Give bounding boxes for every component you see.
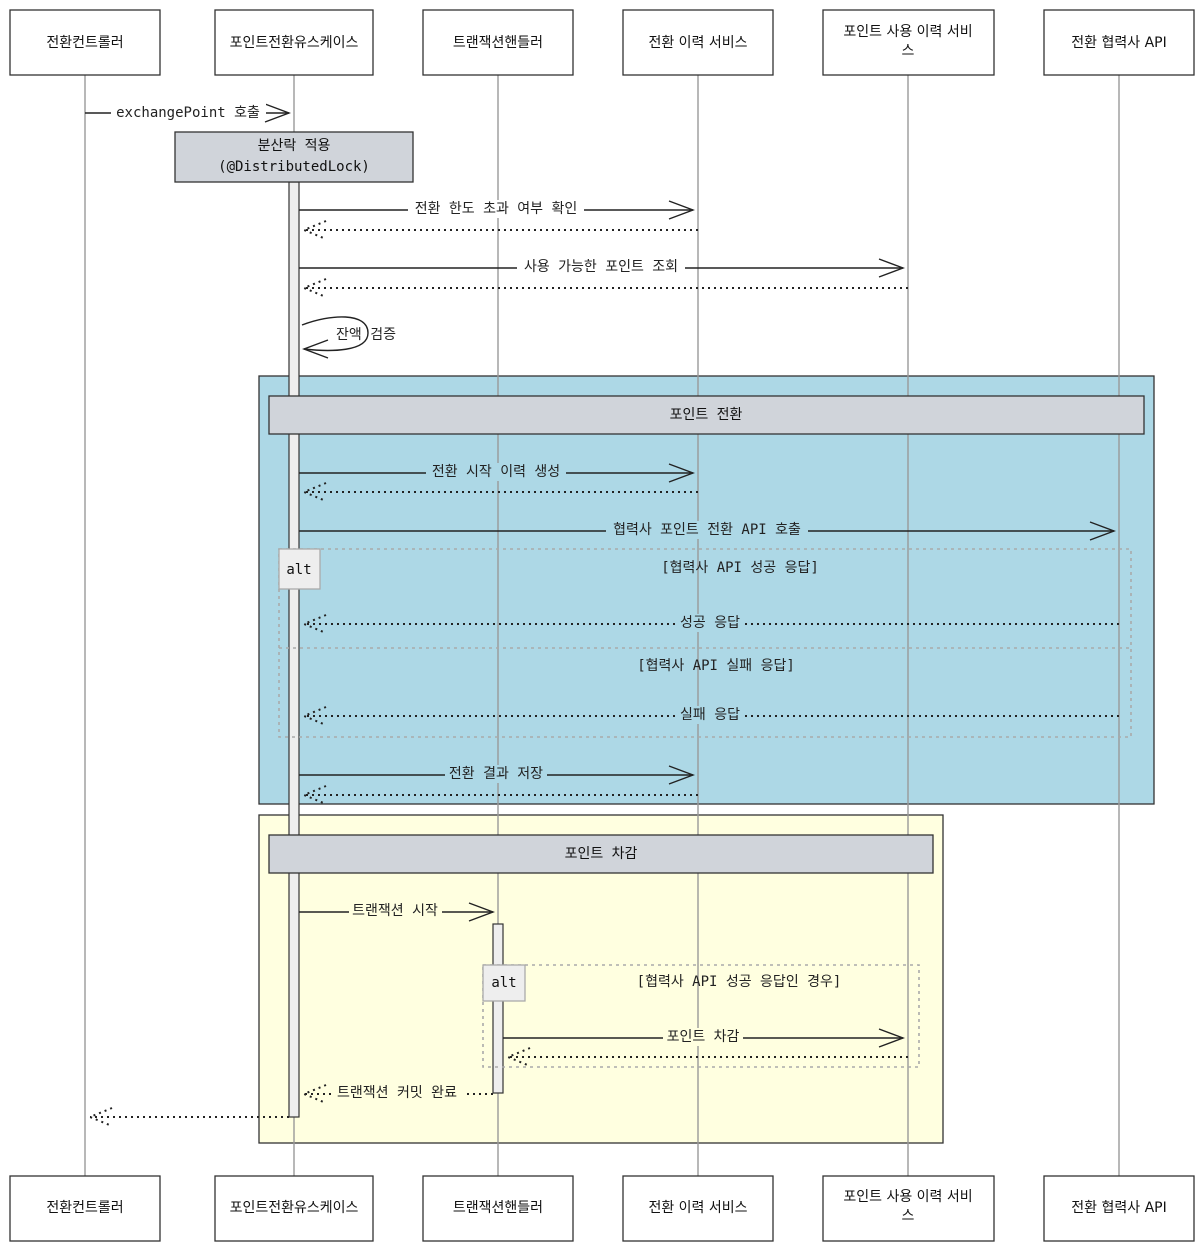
msg-exchange-point: exchangePoint 호출: [85, 103, 291, 123]
return-create-history: [301, 482, 698, 502]
return-failure-response: 실패 응답: [301, 706, 1119, 726]
msg-save-result-label: 전환 결과 저장: [449, 766, 543, 782]
msg-create-history-label: 전환 시작 이력 생성: [432, 464, 560, 480]
exchange-region: [258, 375, 1155, 805]
alt-label-1: alt: [286, 562, 311, 578]
msg-check-limit-label: 전환 한도 초과 여부 확인: [415, 201, 578, 217]
msg-check-limit: 전환 한도 초과 여부 확인: [299, 200, 695, 220]
success-response-label: 성공 응답: [680, 615, 740, 631]
return-check-limit: [301, 220, 698, 240]
return-commit-tx: 트랜잭션 커밋 완료: [301, 1084, 493, 1104]
return-to-controller: [87, 1107, 289, 1127]
alt-fragment-deduct: alt [협력사 API 성공 응답인 경우]: [482, 964, 920, 1068]
msg-query-points: 사용 가능한 포인트 조회: [299, 258, 905, 278]
msg-query-points-label: 사용 가능한 포인트 조회: [524, 259, 678, 275]
point-deduct-note-text: 포인트 차감: [565, 846, 638, 862]
activation-usecase: [288, 181, 300, 1118]
actor-tx-handler-bottom: 트랜잭션핸들러: [422, 1175, 574, 1242]
return-save-result: [301, 785, 698, 805]
msg-exchange-point-label: exchangePoint 호출: [116, 105, 260, 121]
actor-usecase-bottom: 포인트전환유스케이스: [214, 1175, 374, 1242]
actors-top: 전환컨트롤러 포인트전환유스케이스 트랜잭션핸들러 전환 이력 서비스 포인트 …: [9, 9, 1195, 76]
actor-partner-api-bottom: 전환 협력사 API: [1043, 1175, 1195, 1242]
actor-usecase-name-bottom: 포인트전환유스케이스: [230, 1200, 359, 1216]
point-exchange-note: 포인트 전환: [268, 395, 1145, 435]
msg-call-partner: 협력사 포인트 전환 API 호출: [299, 521, 1116, 541]
commit-tx-label: 트랜잭션 커밋 완료: [337, 1085, 457, 1101]
msg-start-tx: 트랜잭션 시작: [299, 902, 495, 922]
msg-start-tx-label: 트랜잭션 시작: [352, 903, 438, 919]
alt2-condition-success: [협력사 API 성공 응답인 경우]: [637, 974, 842, 990]
msg-deduct-point: 포인트 차감: [503, 1028, 905, 1048]
actor-history-name: 전환 이력 서비스: [648, 35, 747, 51]
activation-tx-handler: [492, 923, 504, 1094]
failure-response-label: 실패 응답: [680, 707, 740, 723]
point-deduct-note: 포인트 차감: [268, 834, 934, 874]
lock-note: 분산락 적용 (@DistributedLock): [174, 131, 414, 183]
actor-history-top: 전환 이력 서비스: [622, 9, 774, 76]
msg-validate-balance-label: 잔액 검증: [336, 327, 396, 343]
alt1-condition-success: [협력사 API 성공 응답]: [661, 560, 819, 576]
actor-history-name-bottom: 전환 이력 서비스: [648, 1200, 747, 1216]
actor-partner-api-name: 전환 협력사 API: [1071, 35, 1166, 51]
msg-deduct-point-label: 포인트 차감: [667, 1029, 740, 1045]
actor-controller-top: 전환컨트롤러: [9, 9, 161, 76]
actor-usecase-top: 포인트전환유스케이스: [214, 9, 374, 76]
point-exchange-note-text: 포인트 전환: [670, 407, 743, 423]
actor-controller-name-bottom: 전환컨트롤러: [46, 1200, 123, 1216]
alt1-condition-failure: [협력사 API 실패 응답]: [637, 658, 795, 674]
actor-controller-bottom: 전환컨트롤러: [9, 1175, 161, 1242]
actor-tx-handler-name-bottom: 트랜잭션핸들러: [453, 1200, 543, 1216]
msg-validate-balance: 잔액 검증: [301, 316, 396, 359]
alt-fragment-partner-response: alt [협력사 API 성공 응답] [협력사 API 실패 응답]: [278, 548, 1132, 738]
msg-save-result: 전환 결과 저장: [299, 765, 695, 785]
msg-call-partner-label: 협력사 포인트 전환 API 호출: [613, 522, 801, 538]
actor-controller-name: 전환컨트롤러: [46, 35, 123, 51]
actor-tx-handler-name: 트랜잭션핸들러: [453, 35, 543, 51]
actors-bottom: 전환컨트롤러 포인트전환유스케이스 트랜잭션핸들러 전환 이력 서비스 포인트 …: [9, 1175, 1195, 1242]
lock-note-line2: (@DistributedLock): [218, 159, 370, 175]
actor-usecase-name: 포인트전환유스케이스: [230, 35, 359, 51]
lock-note-line1: 분산락 적용: [258, 138, 331, 154]
msg-create-history: 전환 시작 이력 생성: [299, 463, 695, 483]
alt-label-2: alt: [491, 975, 516, 991]
return-deduct-point: [505, 1047, 908, 1067]
actor-history-bottom: 전환 이력 서비스: [622, 1175, 774, 1242]
return-query-points: [301, 278, 908, 298]
actor-tx-handler-top: 트랜잭션핸들러: [422, 9, 574, 76]
actor-partner-api-name-bottom: 전환 협력사 API: [1071, 1200, 1166, 1216]
return-success-response: 성공 응답: [301, 614, 1119, 634]
actor-partner-api-top: 전환 협력사 API: [1043, 9, 1195, 76]
